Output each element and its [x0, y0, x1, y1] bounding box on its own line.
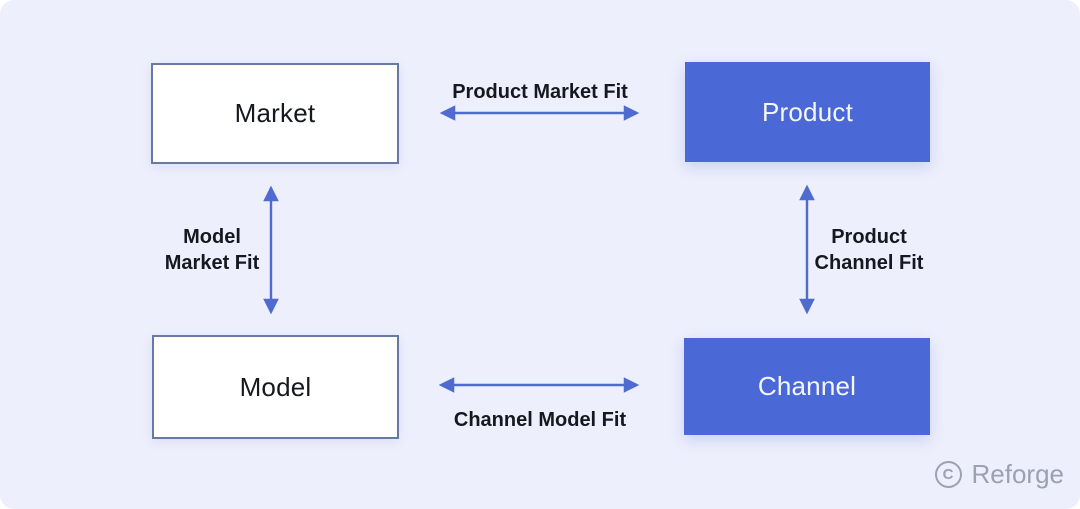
edge-label-product-market-fit: Product Market Fit — [452, 81, 628, 103]
node-product: Product — [685, 62, 930, 162]
edge-label-model-market-fit: Model Market Fit — [164, 226, 260, 275]
node-market-label: Market — [234, 98, 316, 128]
node-model: Model — [152, 335, 399, 439]
edge-label-product-channel-fit: Product Channel Fit — [814, 226, 924, 275]
copyright-icon: C — [934, 461, 962, 488]
node-product-label: Product — [761, 96, 853, 127]
node-channel: Channel — [684, 338, 930, 435]
node-channel-label: Channel — [757, 371, 857, 401]
node-model-label: Model — [239, 371, 312, 402]
watermark: C Reforge — [934, 459, 1065, 490]
watermark-text: Reforge — [971, 459, 1065, 489]
edge-label-channel-model-fit: Channel Model Fit — [453, 409, 627, 431]
node-market: Market — [151, 63, 399, 164]
